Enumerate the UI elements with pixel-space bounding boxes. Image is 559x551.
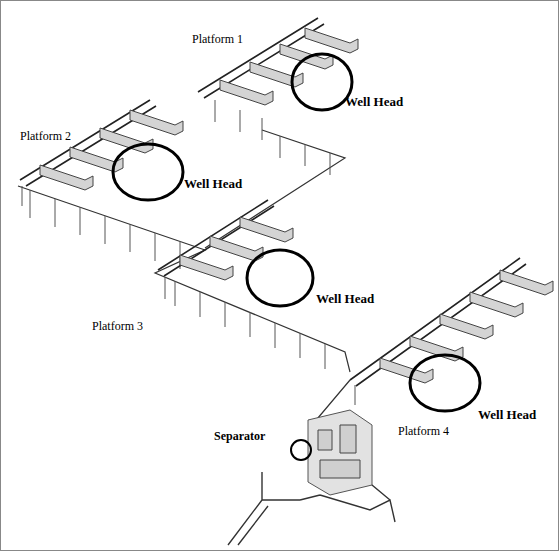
- platform-label: Platform 4: [398, 425, 449, 438]
- module-box: [40, 110, 183, 190]
- module-box: [380, 270, 553, 383]
- wellhead-label: Well Head: [478, 408, 536, 422]
- highlight-circle: [292, 54, 352, 110]
- module-box: [180, 217, 293, 280]
- platform-label: Platform 1: [192, 33, 243, 46]
- wellhead-modules: [40, 28, 553, 383]
- support-legs: [22, 100, 355, 405]
- platform-label: Platform 3: [92, 320, 143, 333]
- highlight-circle: [410, 355, 480, 411]
- platform-label: Platform 2: [20, 130, 71, 143]
- wellhead-label: Well Head: [184, 177, 242, 191]
- platform-deck: [20, 18, 526, 386]
- wellhead-label: Well Head: [316, 292, 374, 306]
- highlight-circle: [247, 250, 313, 306]
- wellhead-label: Well Head: [345, 95, 403, 109]
- wellhead-circles: [113, 54, 480, 411]
- separator-circle: [291, 440, 311, 460]
- separator-base: [228, 472, 395, 545]
- highlight-circle: [113, 144, 183, 200]
- separator-module: [308, 410, 372, 495]
- separator-equipment: [318, 425, 360, 478]
- separator-label: Separator: [214, 430, 265, 443]
